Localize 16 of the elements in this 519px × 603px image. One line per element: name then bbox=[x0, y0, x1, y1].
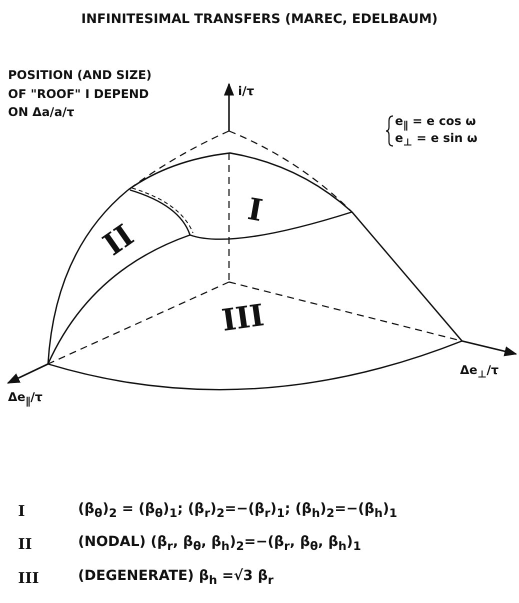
equation: (NODAL) (β$_{r}$, β$_{θ}$, β$_{h}$)$_{2}$=−(β$_{r}$, β$_{θ}$, β$_{h}$)$_{1}$ bbox=[78, 533, 362, 554]
region-label: II bbox=[98, 220, 140, 262]
axis-label: Δe$_{⊥}$/τ bbox=[460, 363, 499, 382]
region-label: I bbox=[18, 502, 26, 522]
axis-label: i/τ bbox=[238, 84, 254, 100]
region-label: I bbox=[246, 195, 265, 227]
region-label: II bbox=[18, 535, 32, 554]
region-label: III bbox=[220, 301, 266, 337]
region-label: III bbox=[18, 569, 40, 588]
equation: (β$_{θ}$)$_{2}$ = (β$_{θ}$)$_{1}$; (β$_{r}$)$_{2}$=−(β$_{r}$)$_{1}$; (β$_{h}$)$_{2}$=−(β$_{h}$)$_{1}$ bbox=[78, 500, 398, 521]
equation: e$_{∥}$ = e cos ω bbox=[395, 114, 476, 132]
equation: e$_{⊥}$ = e sin ω bbox=[395, 131, 478, 150]
equation: (DEGENERATE) β$_{h}$ =√3 β$_{r}$ bbox=[78, 567, 274, 588]
title: INFINITESIMAL TRANSFERS (MAREC, EDELBAUM) bbox=[80, 12, 439, 29]
axis-label: Δe$_{∥}$/τ bbox=[8, 390, 42, 408]
note: POSITION (AND SIZE) OF "ROOF" I DEPEND ON Δa/a/τ bbox=[8, 67, 153, 122]
